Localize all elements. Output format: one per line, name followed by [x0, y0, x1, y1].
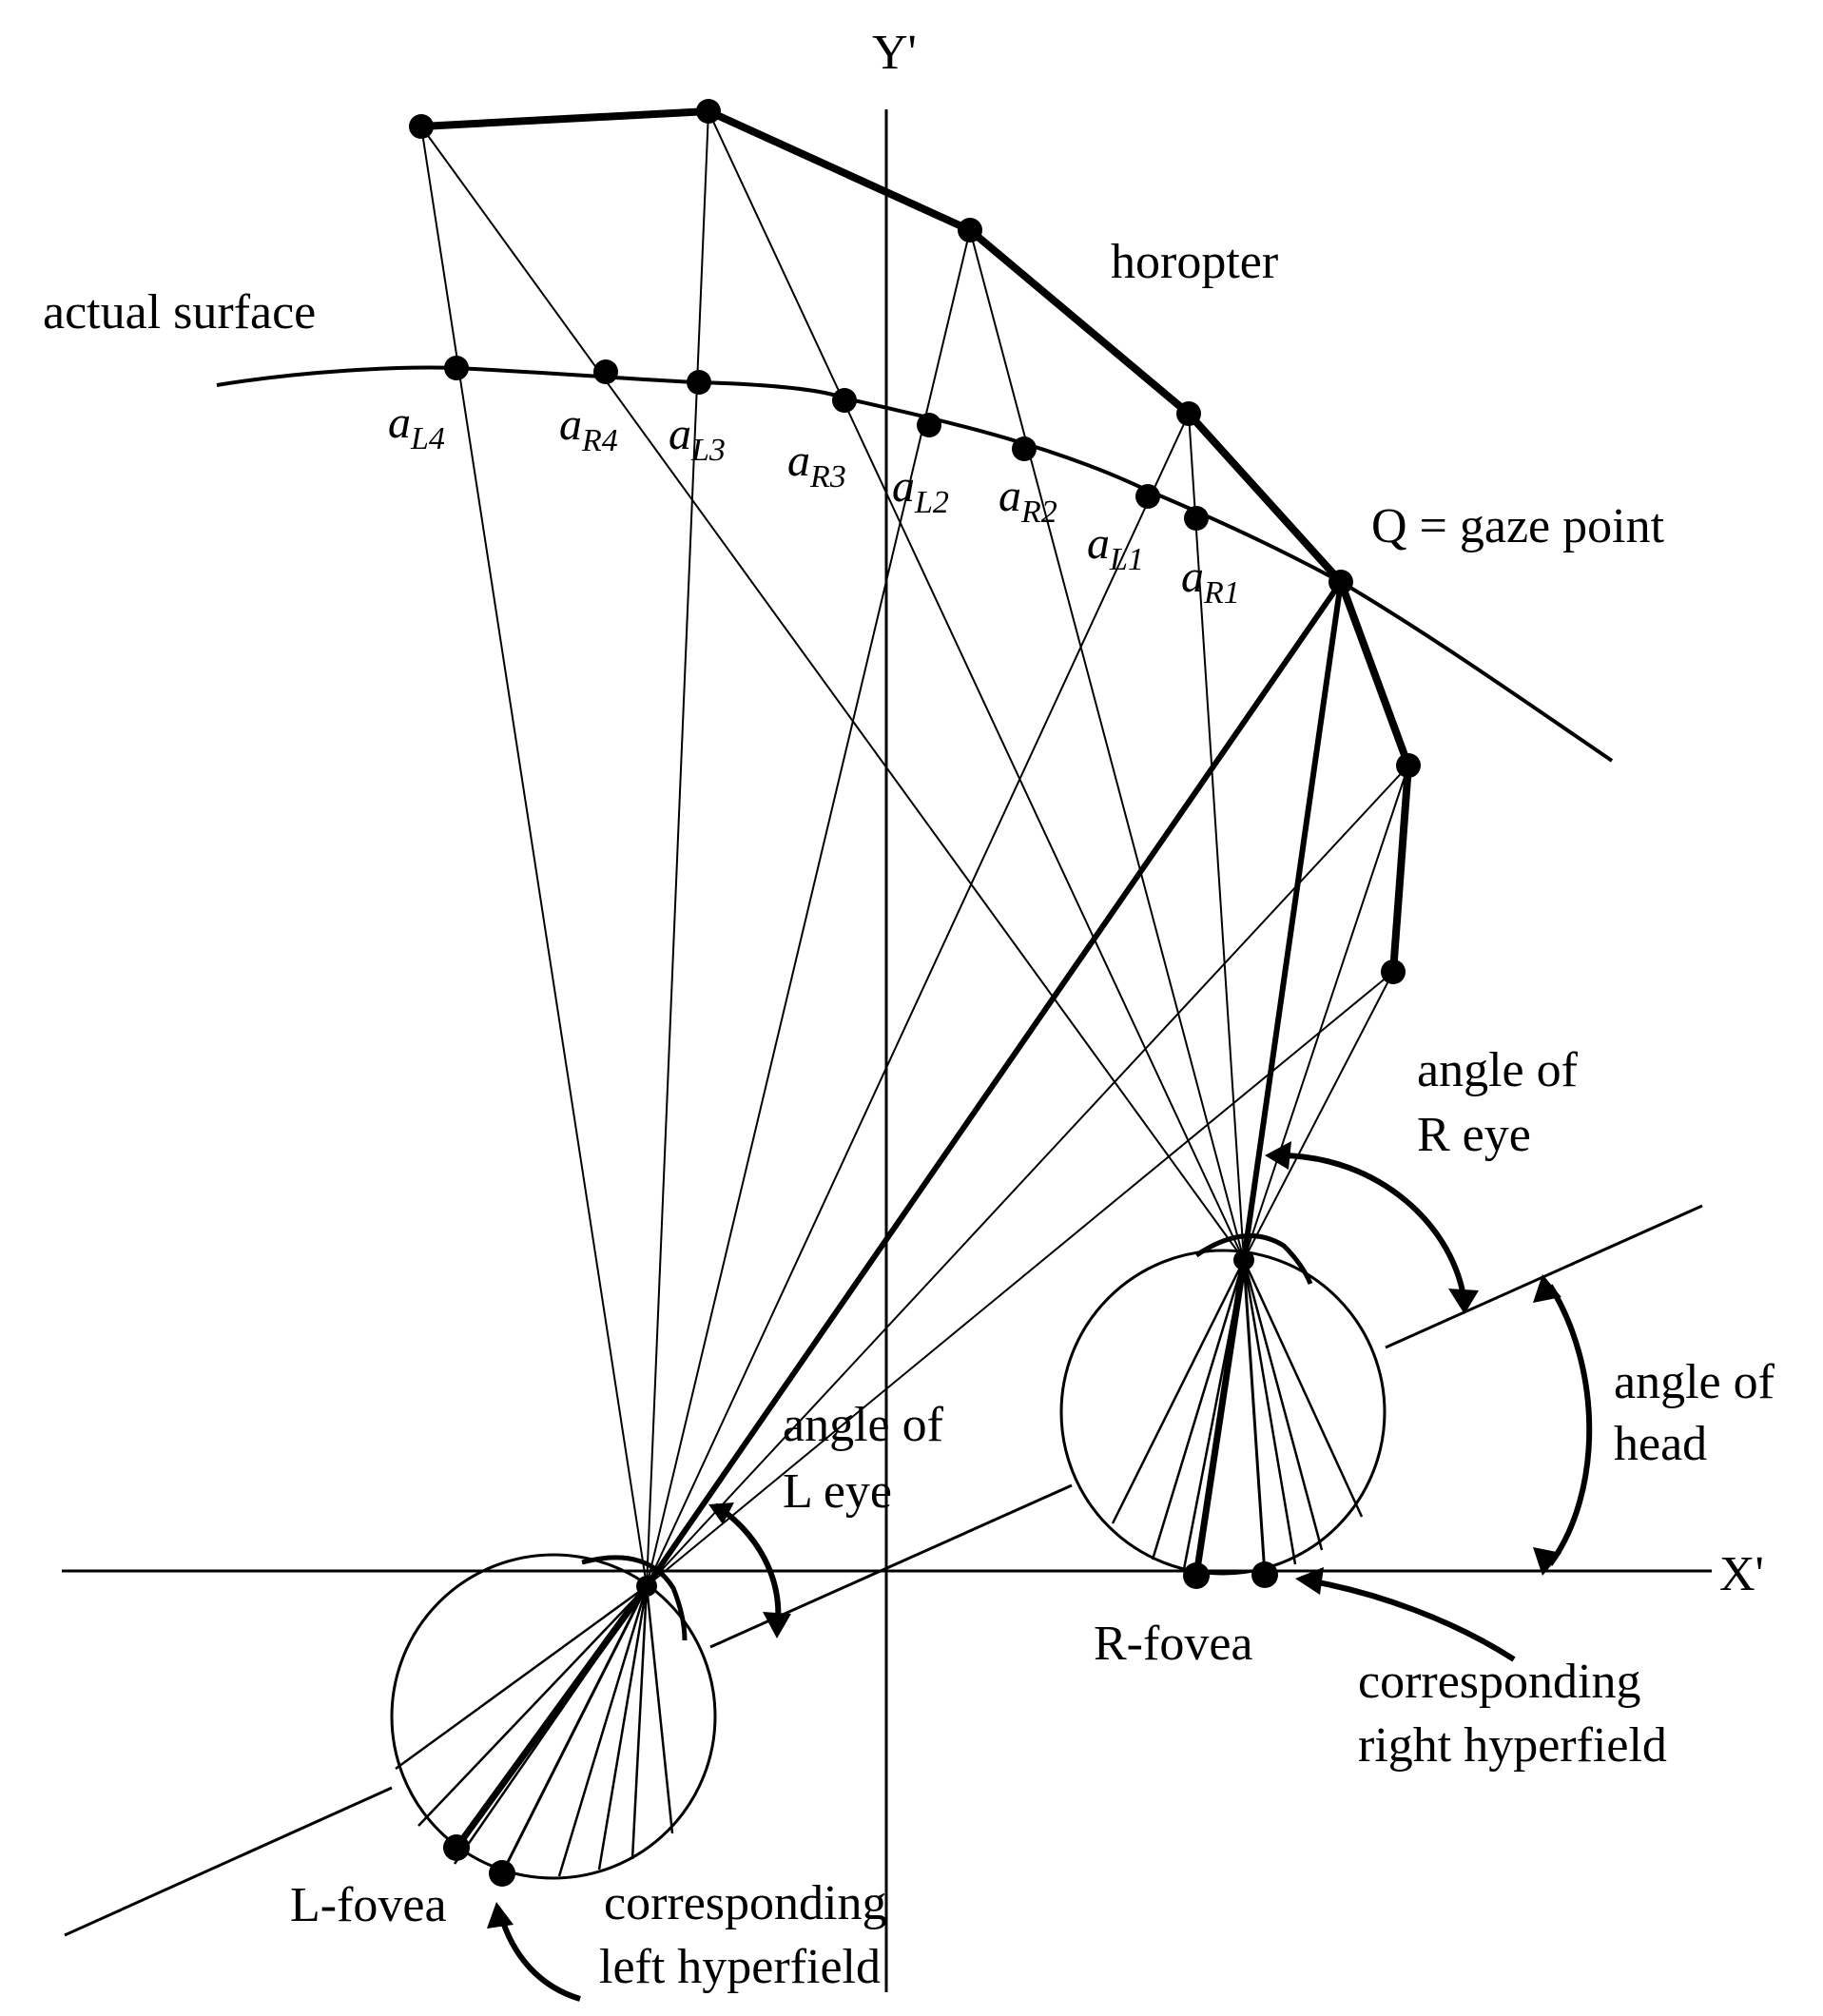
- surface-label-al1: aL1: [1087, 518, 1144, 577]
- right-hyperfield-label-line2: right hyperfield: [1358, 1718, 1667, 1773]
- left-hyperfield-arrow: [497, 1912, 581, 2002]
- right-eye: [1059, 1249, 1387, 1577]
- left-eye-fovea-line: [454, 1583, 650, 1851]
- surface-label-al3: aL3: [669, 409, 726, 468]
- gaze-lines: [644, 580, 1344, 1588]
- x-axis-label: X': [1719, 1547, 1764, 1601]
- angle-r-eye-label-line1: angle of: [1417, 1043, 1579, 1097]
- horopter-label: horopter: [1111, 235, 1278, 289]
- arrowheads: [487, 1141, 1561, 1929]
- r-fovea-point: [1183, 1562, 1210, 1589]
- angle-head-arc: [1547, 1284, 1593, 1566]
- l-fovea-point: [443, 1834, 470, 1861]
- right-eye-rays: [420, 110, 1409, 1261]
- surface-label-ar4: aR4: [559, 399, 618, 458]
- r-fovea-label: R-fovea: [1094, 1617, 1252, 1671]
- l-fovea-label: L-fovea: [290, 1878, 447, 1932]
- coordinate-axes: [62, 109, 1712, 1992]
- surface-points: [444, 356, 1209, 531]
- right-eye-hyperfield-line: [1242, 1259, 1267, 1576]
- angle-head-label-line2: head: [1614, 1417, 1707, 1471]
- left-eye-hyperfield-line: [500, 1585, 649, 1874]
- surface-label-ar1: aR1: [1181, 552, 1240, 611]
- surface-label-al2: aL2: [892, 461, 949, 520]
- surface-label-ar3: aR3: [787, 436, 846, 494]
- angle-r-eye-label-line2: R eye: [1417, 1108, 1531, 1162]
- angle-l-eye-arc: [713, 1502, 782, 1632]
- actual-surface-label: actual surface: [43, 285, 316, 339]
- y-axis-label: Y': [872, 26, 917, 80]
- angle-head-label-line1: angle of: [1614, 1355, 1775, 1409]
- angle-r-eye-arc: [1278, 1153, 1467, 1304]
- right-hyperfield-label-line1: corresponding: [1358, 1655, 1640, 1709]
- left-eye-center: [636, 1576, 657, 1597]
- left-eye: [390, 1553, 717, 1880]
- eye-center-arcs: [581, 1233, 1313, 1641]
- right-hyperfield-point: [1251, 1561, 1278, 1588]
- right-eye-fovea-line: [1193, 1259, 1248, 1577]
- surface-label-al4: aL4: [388, 397, 445, 456]
- horopter-points: [409, 99, 1421, 984]
- angle-l-eye-label-line1: angle of: [783, 1398, 944, 1452]
- gaze-point-q: [1328, 570, 1353, 594]
- left-eye-rays: [420, 110, 1409, 1587]
- surface-label-ar2: aR2: [999, 471, 1057, 530]
- eye-points: [443, 1250, 1278, 1887]
- left-hyperfield-point: [489, 1860, 515, 1887]
- right-eye-center: [1233, 1250, 1254, 1270]
- left-hyperfield-label-line1: corresponding: [604, 1876, 886, 1930]
- left-hyperfield-label-line2: left hyperfield: [599, 1940, 881, 1994]
- gaze-point-label: Q = gaze point: [1371, 499, 1665, 553]
- right-hyperfield-arrow: [1307, 1578, 1516, 1662]
- angle-l-eye-label-line2: L eye: [783, 1464, 892, 1519]
